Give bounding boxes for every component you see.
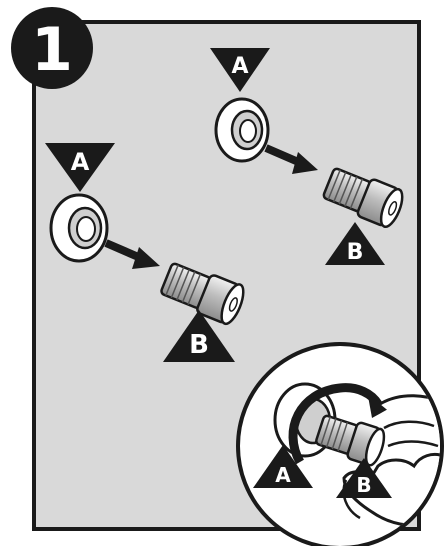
label-a-lower: A	[71, 148, 90, 176]
label-b-lower: B	[189, 330, 209, 360]
label-a-upper: A	[231, 54, 248, 79]
flange-nut-lower	[51, 195, 107, 261]
step-number: 1	[31, 15, 73, 85]
flange-nut-upper	[216, 99, 268, 161]
label-b-inset: B	[356, 473, 371, 497]
label-b-upper: B	[347, 240, 364, 265]
inset-detail: A B	[238, 344, 446, 546]
label-a-inset: A	[275, 463, 291, 487]
step-number-badge: 1	[11, 7, 93, 89]
